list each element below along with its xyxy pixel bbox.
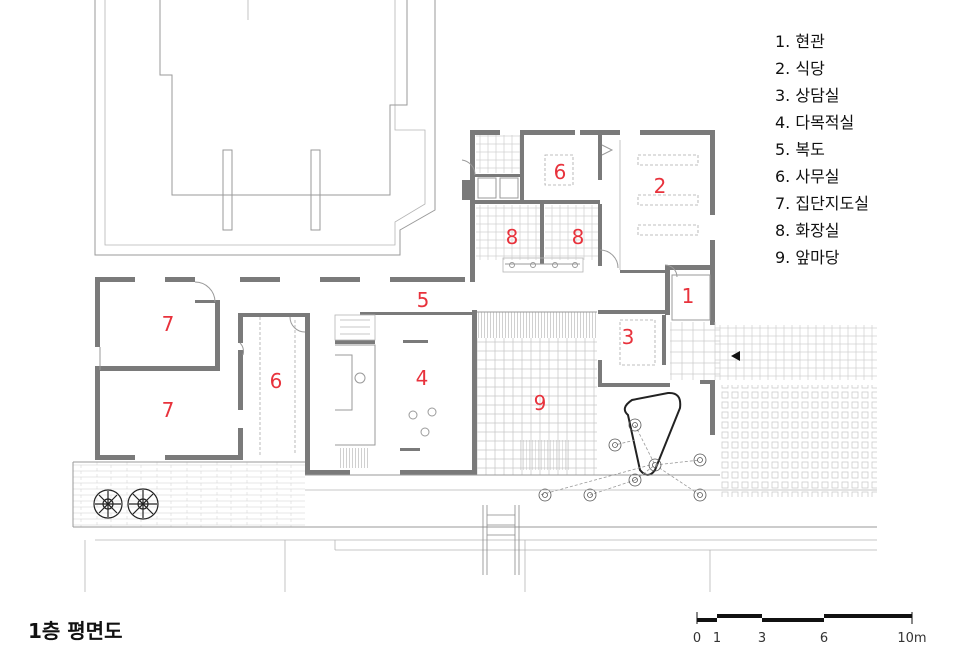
room-label-entrance: 1 bbox=[682, 284, 695, 308]
room-label-toilet-right: 8 bbox=[572, 225, 585, 249]
scale-label: 0 bbox=[693, 631, 701, 646]
room-label-corridor: 5 bbox=[417, 288, 430, 312]
exterior-paving bbox=[670, 322, 877, 497]
front-yard bbox=[477, 311, 597, 475]
room-label-yard: 9 bbox=[534, 391, 547, 415]
legend-item: 3. 상담실 bbox=[775, 86, 840, 105]
tree-icon bbox=[127, 488, 159, 520]
south-site bbox=[72, 461, 877, 592]
legend-item: 6. 사무실 bbox=[775, 167, 840, 186]
tree-icon bbox=[93, 489, 123, 519]
site-context bbox=[94, 0, 436, 256]
legend-item: 7. 집단지도실 bbox=[775, 194, 869, 213]
scale-bar: 0 1 3 6 10m bbox=[693, 612, 927, 646]
room-label-group-lower: 7 bbox=[162, 398, 175, 422]
room-labels: 1 2 3 4 5 6 6 7 7 8 8 9 bbox=[162, 160, 695, 422]
legend-item: 2. 식당 bbox=[775, 59, 825, 78]
room-label-office-upper: 6 bbox=[554, 160, 567, 184]
legend-item: 8. 화장실 bbox=[775, 221, 840, 240]
legend-item: 4. 다목적실 bbox=[775, 113, 854, 132]
legend-item: 5. 복도 bbox=[775, 140, 825, 159]
legend: 1. 현관 2. 식당 3. 상담실 4. 다목적실 5. 복도 6. 사무실 … bbox=[775, 32, 869, 267]
scale-label: 10m bbox=[897, 631, 926, 646]
legend-item: 1. 현관 bbox=[775, 32, 825, 51]
legend-item: 9. 앞마당 bbox=[775, 248, 840, 267]
room-label-multipurpose: 4 bbox=[416, 366, 429, 390]
building-walls bbox=[95, 130, 715, 475]
scale-label: 1 bbox=[713, 631, 721, 646]
room-label-toilet-left: 8 bbox=[506, 225, 519, 249]
scale-label: 6 bbox=[820, 631, 828, 646]
interior-details bbox=[99, 135, 711, 468]
room-label-group-upper: 7 bbox=[162, 312, 175, 336]
drawing-title: 1층 평면도 bbox=[28, 619, 122, 643]
room-label-office-lower: 6 bbox=[270, 369, 283, 393]
room-label-dining: 2 bbox=[654, 174, 667, 198]
scale-label: 3 bbox=[758, 631, 766, 646]
room-label-counsel: 3 bbox=[622, 325, 635, 349]
